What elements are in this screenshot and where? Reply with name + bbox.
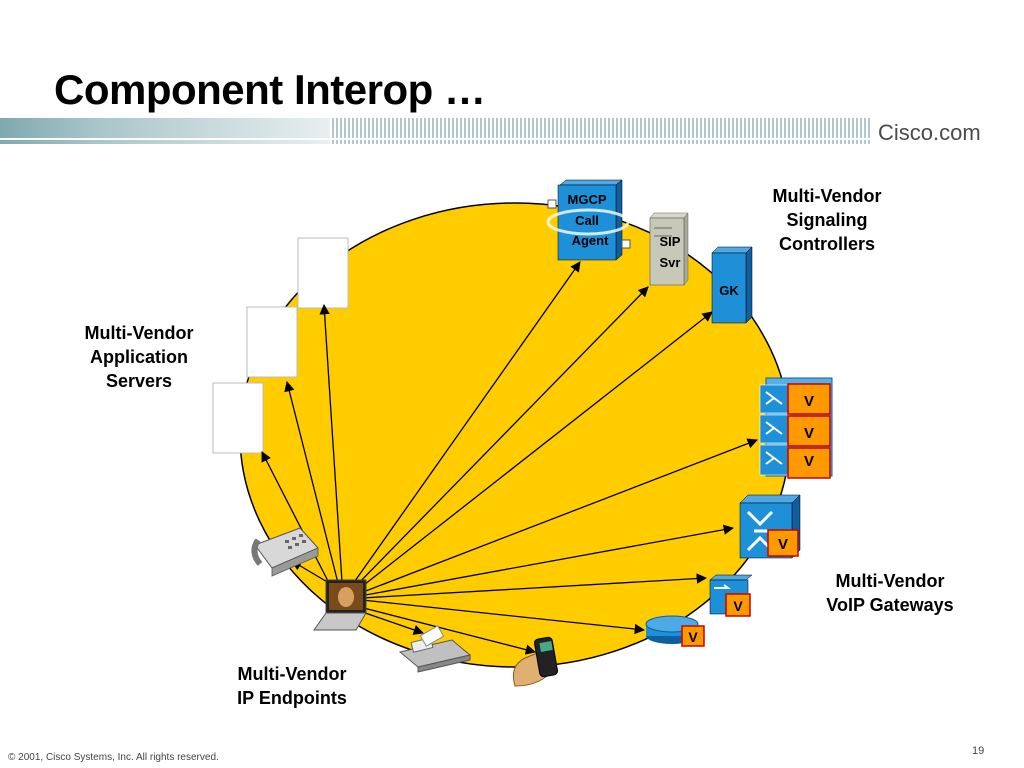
v-badge-4: V xyxy=(778,536,788,553)
mgcp-line-2: Call xyxy=(575,213,599,228)
mgcp-line-3: Agent xyxy=(572,233,610,248)
mgcp-call-agent[interactable]: MGCP Call Agent xyxy=(546,179,631,261)
gk-label: GK xyxy=(719,283,739,298)
v-badge-5: V xyxy=(733,598,743,614)
app-servers-line-3: Servers xyxy=(105,371,173,391)
voip-gateways-label: Multi-Vendor VoIP Gateways xyxy=(810,569,970,617)
endpoints-line-1: Multi-Vendor xyxy=(237,664,347,684)
stacked-voice-gateways[interactable]: V V V xyxy=(759,377,833,479)
ip-phone-icon xyxy=(251,527,319,577)
voice-router[interactable]: V xyxy=(645,615,705,647)
header-stripe-bar xyxy=(0,118,1024,144)
signaling-line-3: Controllers xyxy=(778,234,875,254)
page-title: Component Interop … xyxy=(54,66,486,113)
signaling-line-1: Multi-Vendor xyxy=(772,186,882,206)
cisco-logo: Cisco.com xyxy=(878,120,981,145)
gateways-line-1: Multi-Vendor xyxy=(835,571,945,591)
gateways-line-2: VoIP Gateways xyxy=(826,595,954,615)
page-number: 19 xyxy=(972,745,985,757)
signaling-line-2: Signaling xyxy=(786,210,868,230)
app-servers-line-1: Multi-Vendor xyxy=(84,323,194,343)
voice-switch[interactable]: V xyxy=(739,494,801,559)
endpoints-line-2: IP Endpoints xyxy=(237,688,347,708)
copyright-footer: © 2001, Cisco Systems, Inc. All rights r… xyxy=(8,752,219,763)
v-badge-2: V xyxy=(804,425,814,442)
app-servers-line-2: Application xyxy=(90,347,188,367)
sip-line-1: SIP xyxy=(660,234,681,249)
cell-phone-icon xyxy=(512,636,559,687)
mgcp-line-1: MGCP xyxy=(568,192,607,207)
fax-machine-icon xyxy=(398,625,472,673)
signaling-controllers-label: Multi-Vendor Signaling Controllers xyxy=(752,184,902,256)
gatekeeper-device[interactable]: GK xyxy=(711,246,753,324)
connection-arrows xyxy=(261,261,758,655)
ip-endpoints-label: Multi-Vendor IP Endpoints xyxy=(217,662,367,710)
app-server-frames xyxy=(212,237,349,454)
sip-server[interactable]: SIP Svr xyxy=(649,212,689,286)
v-badge-1: V xyxy=(804,393,814,410)
v-badge-6: V xyxy=(688,629,698,645)
laptop-icon xyxy=(313,579,367,631)
v-badge-3: V xyxy=(804,453,814,470)
small-voice-gateway[interactable]: V xyxy=(709,574,753,617)
application-servers-label: Multi-Vendor Application Servers xyxy=(64,321,214,393)
sip-line-2: Svr xyxy=(660,255,681,270)
